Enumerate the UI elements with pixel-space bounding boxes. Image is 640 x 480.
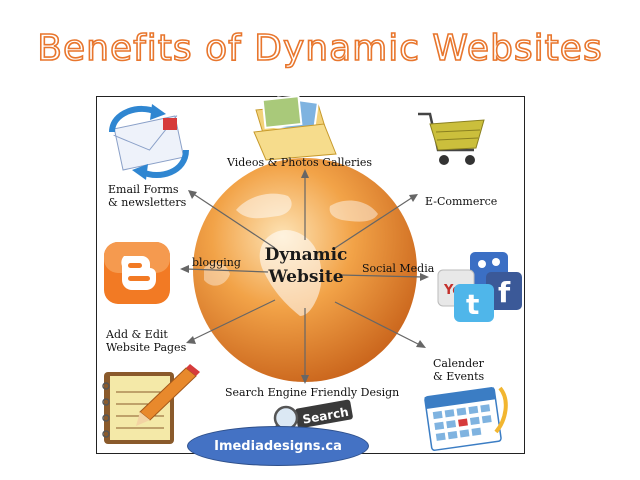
photo-folder-icon <box>253 95 337 161</box>
label-email: Email Forms & newsletters <box>108 183 187 209</box>
calendar-icon <box>424 386 508 451</box>
facebook-glyph: f <box>498 276 511 309</box>
label-blogging: blogging <box>192 256 241 269</box>
arrows <box>185 175 424 378</box>
blogger-icon <box>104 242 170 304</box>
label-edit-pages: Add & Edit Website Pages <box>106 328 187 354</box>
center-line-2: Website <box>268 267 344 287</box>
arrow-heads <box>180 169 429 384</box>
center-label: Dynamic Website <box>246 244 366 288</box>
label-ecommerce: E-Commerce <box>425 195 498 208</box>
envelope-sync-icon <box>109 104 189 180</box>
twitter-glyph: t <box>466 288 479 321</box>
center-line-1: Dynamic <box>264 245 348 265</box>
notepad-pencil-icon <box>102 364 200 444</box>
label-calendar: Calender & Events <box>433 357 485 383</box>
label-social: Social Media <box>362 262 435 275</box>
magnifier-search-icon: Search <box>266 399 353 438</box>
globe <box>193 158 417 382</box>
social-media-icon: You f t <box>437 252 522 322</box>
shopping-cart-icon <box>418 112 485 165</box>
site-badge[interactable]: Imediadesigns.ca <box>187 426 369 466</box>
label-seo: Search Engine Friendly Design <box>225 386 400 399</box>
label-videos: Videos & Photos Galleries <box>227 156 372 169</box>
page-title: Benefits of Dynamic Websites <box>36 27 603 70</box>
